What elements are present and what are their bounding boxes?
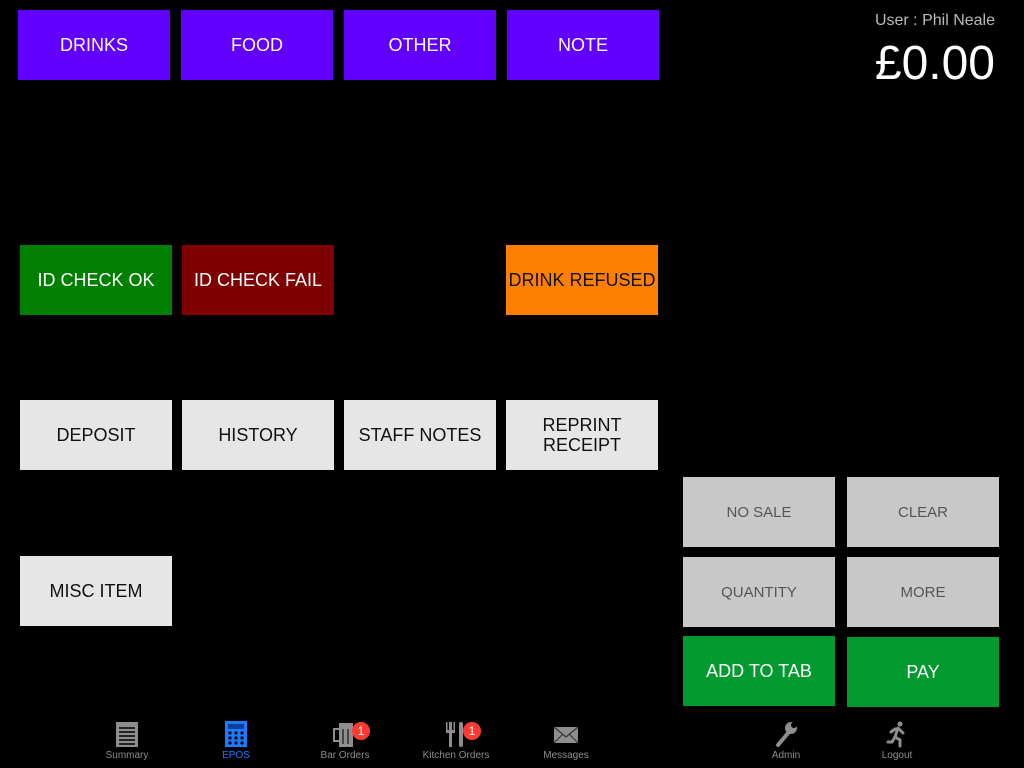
wrench-icon: [776, 722, 797, 747]
envelope-icon: [553, 726, 579, 744]
category-food[interactable]: FOOD: [181, 10, 333, 80]
tab-admin[interactable]: Admin: [741, 720, 831, 761]
staff-notes-button[interactable]: STAFF NOTES: [344, 400, 496, 470]
bar-orders-badge: 1: [352, 722, 370, 740]
notepad-icon: [116, 722, 138, 747]
tab-logout[interactable]: Logout: [852, 720, 942, 761]
deposit-button[interactable]: DEPOSIT: [20, 400, 172, 470]
add-to-tab-button[interactable]: ADD TO TAB: [683, 636, 835, 706]
tab-label: Bar Orders: [320, 750, 370, 761]
clear-button[interactable]: CLEAR: [847, 477, 999, 547]
category-other[interactable]: OTHER: [344, 10, 496, 80]
fork-knife-icon: [446, 722, 463, 747]
tab-label: Messages: [543, 750, 589, 761]
calculator-icon: [225, 721, 247, 747]
running-man-icon: [886, 721, 905, 748]
history-button[interactable]: HISTORY: [182, 400, 334, 470]
id-check-ok-button[interactable]: ID CHECK OK: [20, 245, 172, 315]
reprint-receipt-button[interactable]: REPRINT RECEIPT: [506, 400, 658, 470]
user-label: User : Phil Neale: [874, 12, 995, 29]
total-amount: £0.00: [874, 37, 995, 90]
quantity-button[interactable]: QUANTITY: [683, 557, 835, 627]
tab-label: Logout: [881, 750, 913, 761]
kitchen-orders-badge: 1: [463, 722, 481, 740]
tab-kitchen-orders[interactable]: 1 Kitchen Orders: [411, 720, 501, 761]
tab-bar-orders[interactable]: 1 Bar Orders: [300, 720, 390, 761]
tab-label: EPOS: [222, 750, 250, 761]
misc-item-button[interactable]: MISC ITEM: [20, 556, 172, 626]
no-sale-button[interactable]: NO SALE: [683, 477, 835, 547]
tab-messages[interactable]: Messages: [521, 720, 611, 761]
tab-summary[interactable]: Summary: [82, 720, 172, 761]
category-drinks[interactable]: DRINKS: [18, 10, 170, 80]
tab-label: Summary: [105, 750, 149, 761]
pay-button[interactable]: PAY: [847, 637, 999, 707]
category-note[interactable]: NOTE: [507, 10, 659, 80]
more-button[interactable]: MORE: [847, 557, 999, 627]
id-check-fail-button[interactable]: ID CHECK FAIL: [182, 245, 334, 315]
tab-label: Kitchen Orders: [422, 750, 490, 761]
beer-mug-icon: [333, 723, 353, 747]
drink-refused-button[interactable]: DRINK REFUSED: [506, 245, 658, 315]
tab-epos[interactable]: EPOS: [191, 720, 281, 761]
tab-label: Admin: [771, 750, 801, 761]
